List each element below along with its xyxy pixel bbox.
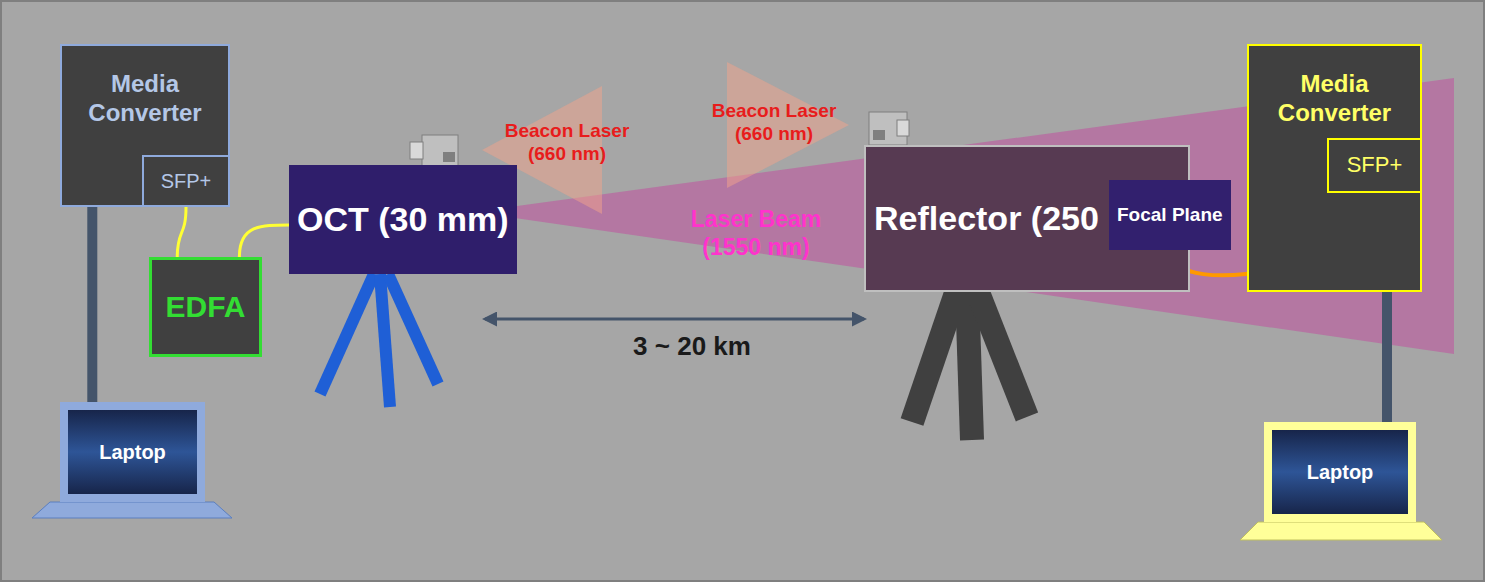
node-text: Media Converter <box>70 70 220 128</box>
tripod <box>912 290 1027 440</box>
beacon-label: Beacon Laser (660 nm) <box>699 100 849 146</box>
laptop-base <box>32 502 232 518</box>
node-text: Laptop <box>99 440 166 464</box>
tripod <box>320 274 438 407</box>
media-converter: Media ConverterSFP+ <box>1247 44 1422 292</box>
fiber-cable <box>177 207 186 257</box>
beam-label: Laser Beam (1550 nm) <box>671 206 841 261</box>
sfp-port: SFP+ <box>1327 138 1422 193</box>
node-text: EDFA <box>165 289 245 325</box>
terminal-box: OCT (30 mm) <box>289 165 517 274</box>
stand-pole <box>1382 292 1392 422</box>
node-text: Laptop <box>1307 460 1374 484</box>
media-converter: Media ConverterSFP+ <box>60 44 230 207</box>
distance-arrow <box>485 318 864 321</box>
beacon-device <box>869 112 909 145</box>
fiber-cable <box>239 225 289 257</box>
sfp-port: SFP+ <box>142 155 230 207</box>
node-text: OCT (30 mm) <box>297 199 509 240</box>
node-text: Media Converter <box>1257 70 1412 128</box>
stand-pole <box>87 207 97 402</box>
laptop-screen: Laptop <box>1264 422 1416 522</box>
distance-label: 3 ~ 20 km <box>602 331 782 362</box>
laptop-screen: Laptop <box>60 402 205 502</box>
focal-plane-box: Focal Plane <box>1109 180 1231 250</box>
amplifier-box: EDFA <box>149 257 262 357</box>
node-text: SFP+ <box>1347 152 1403 178</box>
beacon-device <box>410 135 458 167</box>
node-text: SFP+ <box>161 169 212 193</box>
laptop-base <box>1240 522 1442 540</box>
beacon-label: Beacon Laser (660 nm) <box>492 120 642 166</box>
node-text: Focal Plane <box>1117 204 1223 227</box>
